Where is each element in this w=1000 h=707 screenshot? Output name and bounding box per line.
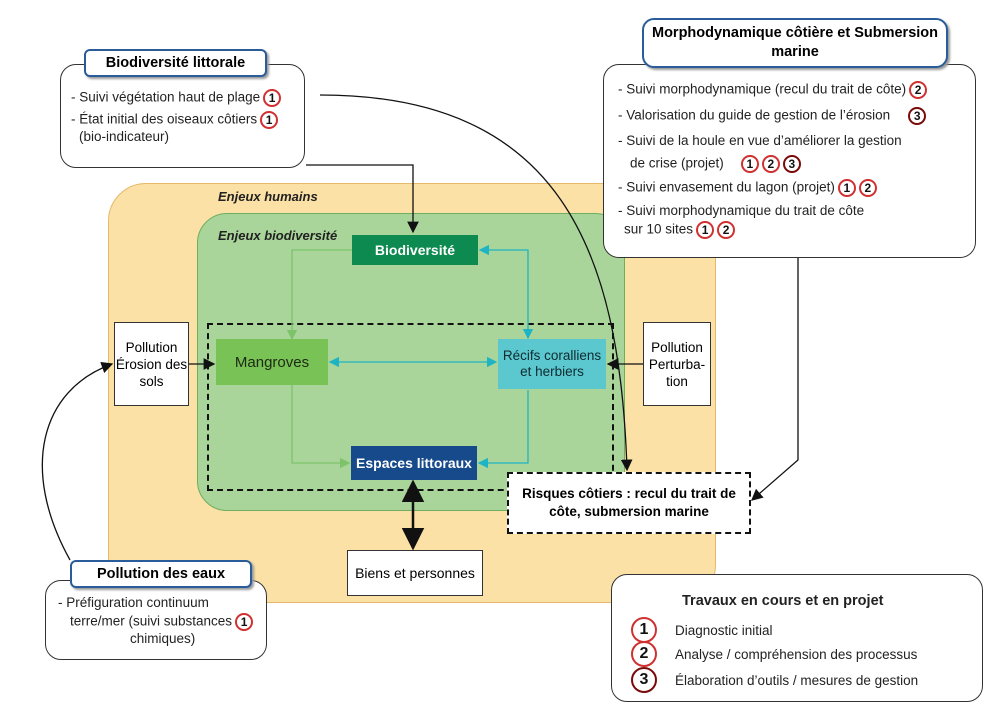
node-espaces-littoraux: Espaces littoraux xyxy=(351,446,477,480)
link-biodivlit-biodiv xyxy=(306,164,419,234)
eaux-item-3: chimiques) xyxy=(130,631,196,646)
legend-badge-1: 1 xyxy=(631,617,657,643)
eaux-item-1: - Préfiguration continuum xyxy=(58,595,209,610)
link-biodiv-mangroves xyxy=(286,249,352,341)
badge-1: 1 xyxy=(696,221,715,239)
morpho-item-6: - Suivi morphodynamique du trait de côte xyxy=(618,203,865,218)
panel-pollution-eaux: - Préfiguration continuum terre/mer (sui… xyxy=(45,580,267,660)
badge-1: 1 xyxy=(837,179,856,197)
panel-title-biodiversite-littorale: Biodiversité littorale xyxy=(84,49,267,77)
biodiv-item-3: (bio-indicateur) xyxy=(79,129,170,144)
badge-1: 1 xyxy=(260,111,279,129)
panel-morphodynamique: - Suivi morphodynamique (recul du trait … xyxy=(603,64,976,258)
link-recifs-espaces xyxy=(477,390,529,469)
node-recifs: Récifs coralliens et herbiers xyxy=(498,339,606,389)
legend-badge-2: 2 xyxy=(631,641,657,667)
morpho-item-2: - Valorisation du guide de gestion de l’… xyxy=(618,107,927,125)
badge-1: 1 xyxy=(235,613,254,631)
morpho-item-3: - Suivi de la houle en vue d’améliorer l… xyxy=(618,133,902,148)
legend-badge-3: 3 xyxy=(631,667,657,693)
node-biens-personnes: Biens et personnes xyxy=(347,550,483,596)
badge-2: 2 xyxy=(909,81,928,99)
node-biodiversite: Biodiversité xyxy=(352,235,478,265)
link-polleaux-polero xyxy=(41,362,114,561)
badge-3: 3 xyxy=(782,155,801,173)
badge-1: 1 xyxy=(263,89,282,107)
zone-enjeux-humains-label: Enjeux humains xyxy=(218,189,318,204)
panel-title-morphodynamique: Morphodynamique côtière et Submersion ma… xyxy=(642,18,948,68)
link-mangroves-espaces xyxy=(291,385,351,469)
badge-3: 3 xyxy=(908,107,927,125)
badge-2: 2 xyxy=(717,221,736,239)
link-morpho-risques xyxy=(751,258,799,501)
link-biodivlit-risques xyxy=(319,94,633,472)
badge-2: 2 xyxy=(761,155,780,173)
link-biodiv-recifs xyxy=(478,244,534,340)
legend-title: Travaux en cours et en projet xyxy=(682,593,884,609)
morpho-item-1: - Suivi morphodynamique (recul du trait … xyxy=(618,81,928,99)
node-pollution-erosion: Pollution Érosion des sols xyxy=(114,322,189,406)
panel-title-pollution-eaux: Pollution des eaux xyxy=(70,560,252,588)
node-pollution-perturbation: Pollution Perturba-tion xyxy=(643,322,711,406)
badge-1: 1 xyxy=(740,155,759,173)
zone-enjeux-biodiversite-label: Enjeux biodiversité xyxy=(218,228,338,243)
node-mangroves: Mangroves xyxy=(216,339,328,385)
badge-2: 2 xyxy=(858,179,877,197)
node-risques-cotiers: Risques côtiers : recul du trait de côte… xyxy=(507,472,751,534)
